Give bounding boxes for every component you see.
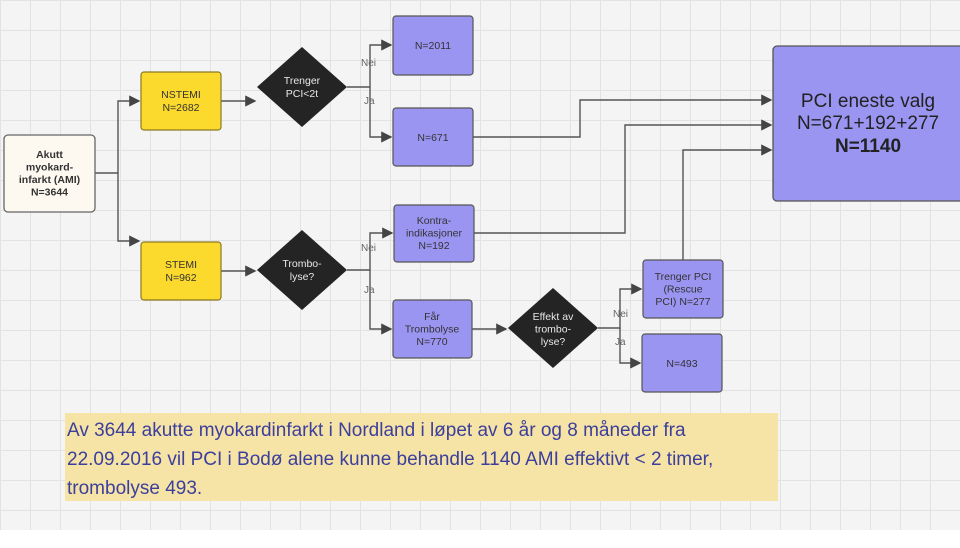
edge-label-nei: Nei bbox=[361, 243, 376, 254]
node-n493: N=493 bbox=[641, 333, 723, 393]
node-n671: N=671 bbox=[392, 107, 474, 167]
svg-text:N=671: N=671 bbox=[417, 132, 448, 144]
edge-label-ja: Ja bbox=[364, 96, 375, 107]
svg-text:N=493: N=493 bbox=[666, 358, 697, 370]
decision-trombolyse: Trombo-lyse? bbox=[257, 230, 347, 310]
edge-label-ja: Ja bbox=[615, 337, 626, 348]
svg-text:N=2011: N=2011 bbox=[415, 40, 451, 52]
edge-label-nei: Nei bbox=[613, 309, 628, 320]
connectors bbox=[95, 39, 773, 369]
node-n2011: N=2011 bbox=[392, 15, 474, 76]
summary-note: Av 3644 akutte myokardinfarkt i Nordland… bbox=[65, 413, 778, 501]
edge-label-nei: Nei bbox=[361, 58, 376, 69]
edge-label-ja: Ja bbox=[364, 285, 375, 296]
svg-text:Trombo-lyse?: Trombo-lyse? bbox=[282, 258, 322, 283]
